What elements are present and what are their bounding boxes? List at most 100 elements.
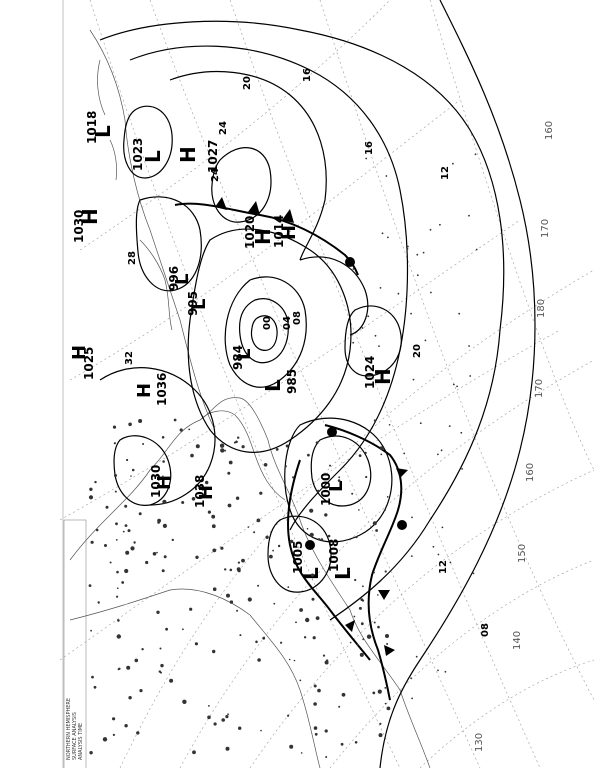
- station-dot: [309, 532, 314, 537]
- station-dot: [469, 375, 472, 377]
- station-dot: [378, 345, 380, 347]
- station-dot: [362, 585, 364, 588]
- station-dot: [207, 510, 211, 514]
- pressure-center-value: 1008: [327, 539, 341, 572]
- station-dot: [449, 561, 452, 564]
- station-dot: [95, 528, 99, 532]
- isobar-label: 00: [262, 316, 273, 330]
- station-dot: [340, 742, 344, 746]
- station-dot: [112, 733, 115, 737]
- station-dot: [125, 550, 130, 555]
- station-dot: [205, 480, 209, 485]
- station-dot: [156, 610, 160, 614]
- lon-label: 160: [544, 121, 555, 140]
- station-dot: [105, 505, 109, 509]
- station-dot: [212, 587, 217, 591]
- station-dot: [362, 638, 365, 641]
- station-dot: [182, 628, 184, 631]
- station-dot: [452, 162, 454, 165]
- station-dot: [365, 157, 368, 160]
- station-dot: [352, 268, 355, 270]
- pressure-center-value: 1023: [131, 138, 145, 171]
- pressure-center-type: H: [251, 228, 275, 245]
- station-dot: [440, 449, 443, 452]
- station-dot: [315, 616, 320, 620]
- pressure-center-type: L: [172, 274, 193, 285]
- pressure-center-type: L: [189, 299, 210, 310]
- station-dot: [173, 418, 177, 422]
- station-dot: [237, 561, 240, 564]
- pressure-center-value: 1018: [85, 111, 99, 144]
- station-dot: [97, 601, 100, 604]
- station-dot: [161, 436, 165, 439]
- station-dot: [161, 569, 165, 573]
- station-dot: [94, 480, 97, 484]
- station-dot: [381, 232, 384, 235]
- station-dot: [90, 540, 94, 544]
- pressure-center-value: 1038: [193, 475, 207, 508]
- station-dot: [355, 536, 358, 539]
- station-dot: [277, 544, 281, 548]
- panel-line: SURFACE ANALYSIS: [72, 712, 78, 760]
- station-dot: [165, 627, 169, 631]
- station-dot: [179, 428, 183, 432]
- station-dot: [313, 726, 318, 730]
- station-dot: [289, 539, 294, 544]
- station-dot: [190, 453, 194, 458]
- station-dot: [468, 345, 470, 347]
- station-dot: [437, 453, 439, 456]
- station-dot: [88, 495, 94, 500]
- station-dot: [377, 594, 379, 596]
- station-dot: [310, 573, 315, 577]
- station-dot: [351, 492, 354, 495]
- station-dot: [284, 465, 287, 468]
- station-dot: [386, 643, 389, 645]
- station-dot: [360, 622, 364, 626]
- pressure-center-type: H: [154, 475, 175, 490]
- station-dot: [241, 445, 245, 449]
- pressure-center-type: H: [134, 383, 155, 398]
- station-dot: [324, 729, 328, 733]
- station-dot: [361, 599, 365, 602]
- station-dot: [208, 705, 210, 707]
- station-dot: [468, 214, 470, 217]
- station-dot: [163, 555, 167, 559]
- station-dot: [124, 524, 128, 527]
- station-dot: [472, 572, 475, 575]
- station-dot: [313, 684, 317, 688]
- station-dot: [367, 315, 370, 318]
- station-dot: [229, 600, 234, 604]
- station-dot: [448, 425, 451, 427]
- station-dot: [117, 587, 119, 589]
- station-dot: [411, 697, 413, 700]
- station-dot: [253, 531, 256, 534]
- station-dot: [104, 544, 107, 547]
- station-dot: [311, 597, 315, 601]
- coastlines: [69, 29, 431, 768]
- station-dot: [303, 636, 307, 639]
- station-dot: [225, 715, 229, 719]
- station-dot: [415, 655, 418, 658]
- analysis-panel: NORTHERN HEMISPHERE SURFACE ANALYSIS ANA…: [66, 698, 84, 760]
- station-dot: [221, 718, 225, 722]
- lon-label: 180: [536, 299, 547, 318]
- station-dot: [189, 607, 193, 611]
- station-dot: [239, 634, 242, 637]
- pressure-center-value: 1030: [72, 210, 86, 243]
- isobar-label: 20: [412, 344, 423, 358]
- pressure-center-value: 1036: [155, 373, 169, 406]
- station-plots: [88, 153, 478, 758]
- station-dot: [377, 689, 382, 694]
- station-dot: [384, 570, 387, 573]
- station-dot: [403, 452, 406, 455]
- station-dot: [157, 521, 160, 524]
- station-dot: [116, 634, 122, 639]
- station-dot: [285, 444, 289, 448]
- station-dot: [372, 521, 377, 526]
- station-dot: [162, 523, 167, 529]
- station-dot: [437, 553, 440, 556]
- station-dot: [118, 667, 121, 670]
- station-dot: [89, 487, 93, 491]
- station-dot: [220, 448, 225, 453]
- station-dot: [456, 385, 458, 388]
